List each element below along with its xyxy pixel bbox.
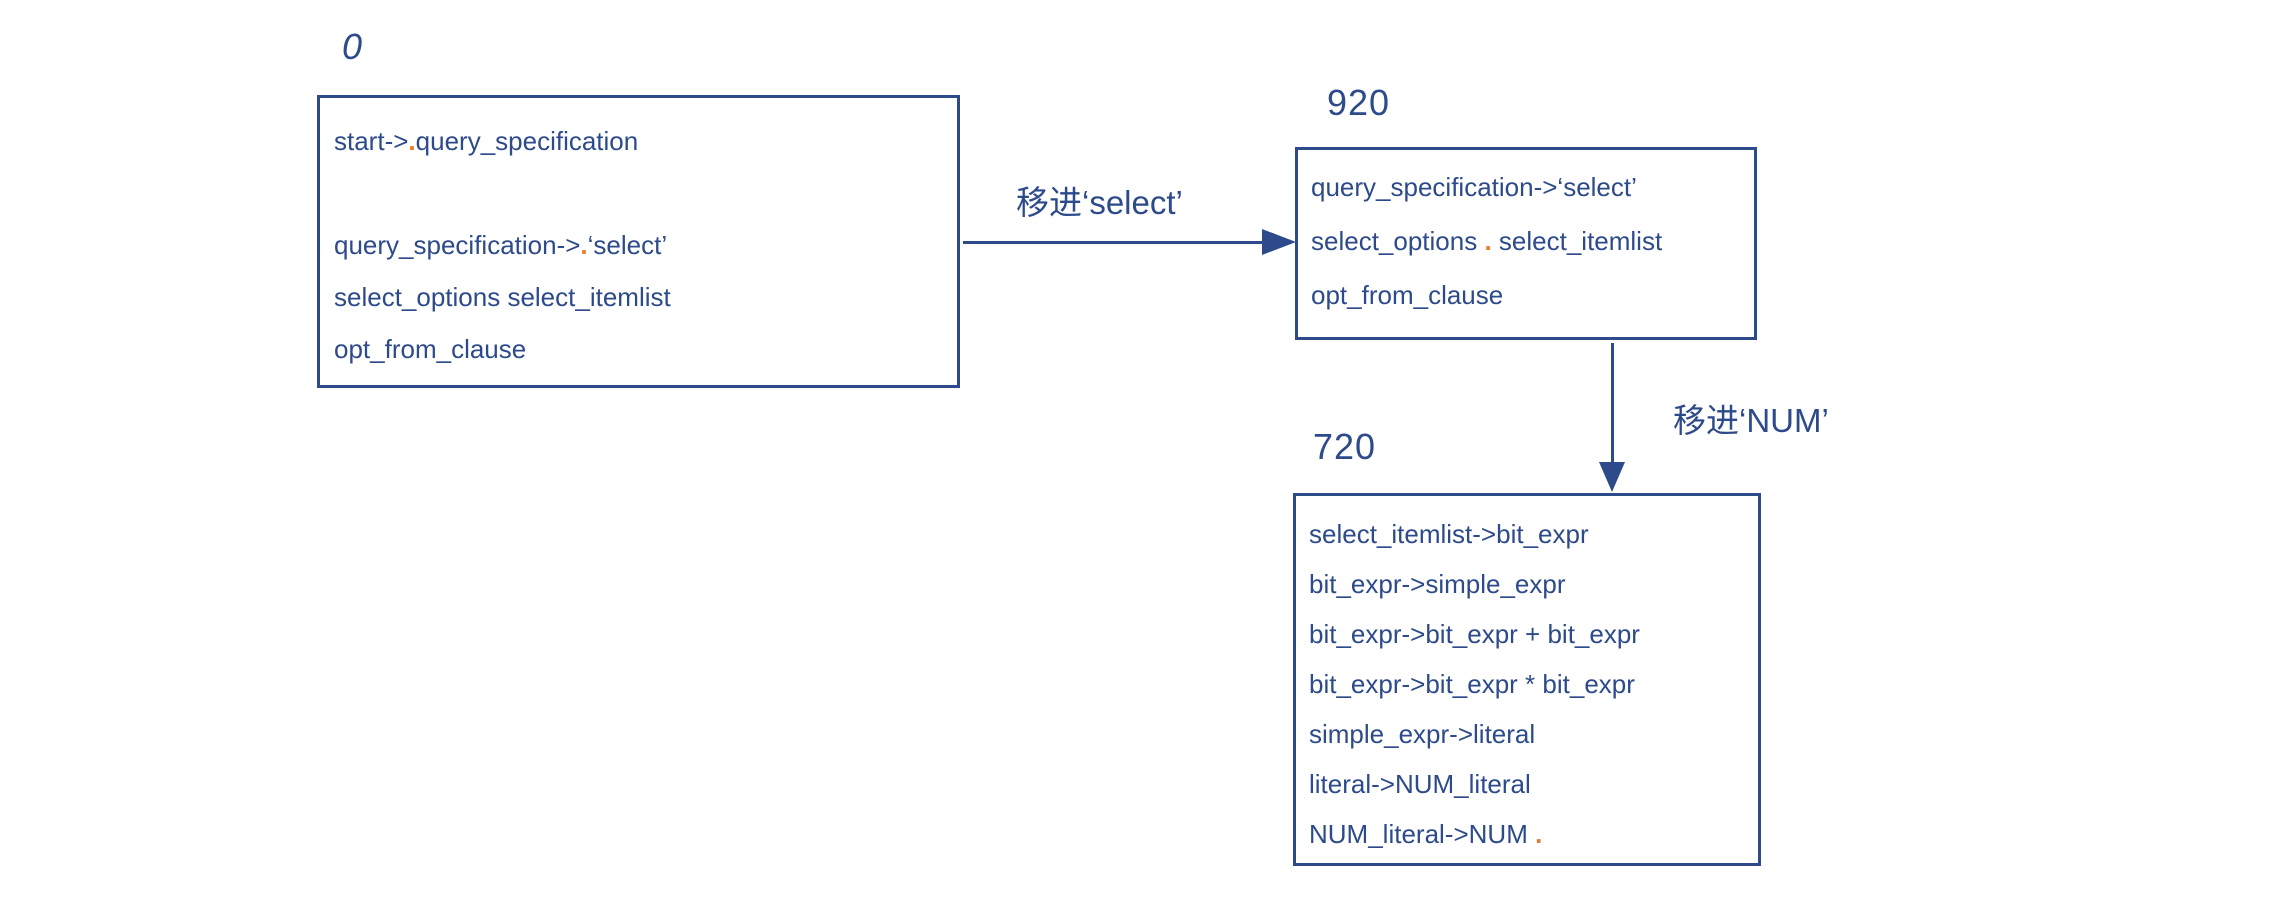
production-line: select_options select_itemlist [334, 271, 957, 323]
state-720-number-label: 720 [1313, 426, 1377, 467]
state-0-number-label: 0 [342, 26, 364, 67]
production-line: NUM_literal->NUM . [1309, 809, 1758, 859]
production-line: simple_expr->literal [1309, 709, 1758, 759]
production-line: bit_expr->bit_expr + bit_expr [1309, 609, 1758, 659]
dot-position-marker: . [1535, 819, 1543, 849]
transition-select-label: 移进‘select’ [1016, 184, 1183, 221]
production-text: start-> [334, 126, 409, 156]
dot-position-marker: . [580, 230, 588, 260]
production-text: select_itemlist [1491, 226, 1663, 256]
state-0-box: start->.query_specification query_specif… [317, 95, 960, 388]
production-text: opt_from_clause [1311, 280, 1504, 310]
production-line: start->.query_specification [334, 115, 957, 167]
production-text: bit_expr->bit_expr * bit_expr [1309, 669, 1635, 699]
production-line: query_specification->.‘select’ [334, 219, 957, 271]
production-text: query_specification->‘select’ [1311, 172, 1637, 202]
transition-num-label: 移进‘NUM’ [1673, 402, 1829, 439]
production-line: select_options . select_itemlist [1311, 214, 1754, 268]
production-line: bit_expr->bit_expr * bit_expr [1309, 659, 1758, 709]
production-text: select_itemlist->bit_expr [1309, 519, 1589, 549]
production-text: simple_expr->literal [1309, 719, 1536, 749]
production-line [334, 167, 957, 219]
production-text: bit_expr->simple_expr [1309, 569, 1566, 599]
transition-select-arrow-shaft [963, 241, 1265, 244]
arrowhead-right-icon [1262, 229, 1296, 255]
production-line: literal->NUM_literal [1309, 759, 1758, 809]
production-text: query_specification [415, 126, 639, 156]
production-line: select_itemlist->bit_expr [1309, 509, 1758, 559]
production-line: opt_from_clause [334, 323, 957, 375]
production-text: ‘select’ [587, 230, 668, 260]
production-text: query_specification-> [334, 230, 581, 260]
transition-num-arrow-shaft [1611, 343, 1614, 469]
production-text: select_options [1311, 226, 1485, 256]
production-line: query_specification->‘select’ [1311, 160, 1754, 214]
production-line: bit_expr->simple_expr [1309, 559, 1758, 609]
production-text: bit_expr->bit_expr + bit_expr [1309, 619, 1640, 649]
state-920-box: query_specification->‘select’ select_opti… [1295, 147, 1757, 340]
state-720-box: select_itemlist->bit_expr bit_expr->simpl… [1293, 493, 1761, 866]
dot-position-marker: . [408, 126, 416, 156]
production-line: opt_from_clause [1311, 268, 1754, 322]
state-920-number-label: 920 [1327, 82, 1391, 123]
production-text: literal->NUM_literal [1309, 769, 1531, 799]
dot-position-marker: . [1484, 226, 1492, 256]
production-text: NUM_literal->NUM [1309, 819, 1536, 849]
arrowhead-down-icon [1599, 462, 1625, 492]
production-text: select_options select_itemlist [334, 282, 671, 312]
production-text: opt_from_clause [334, 334, 527, 364]
